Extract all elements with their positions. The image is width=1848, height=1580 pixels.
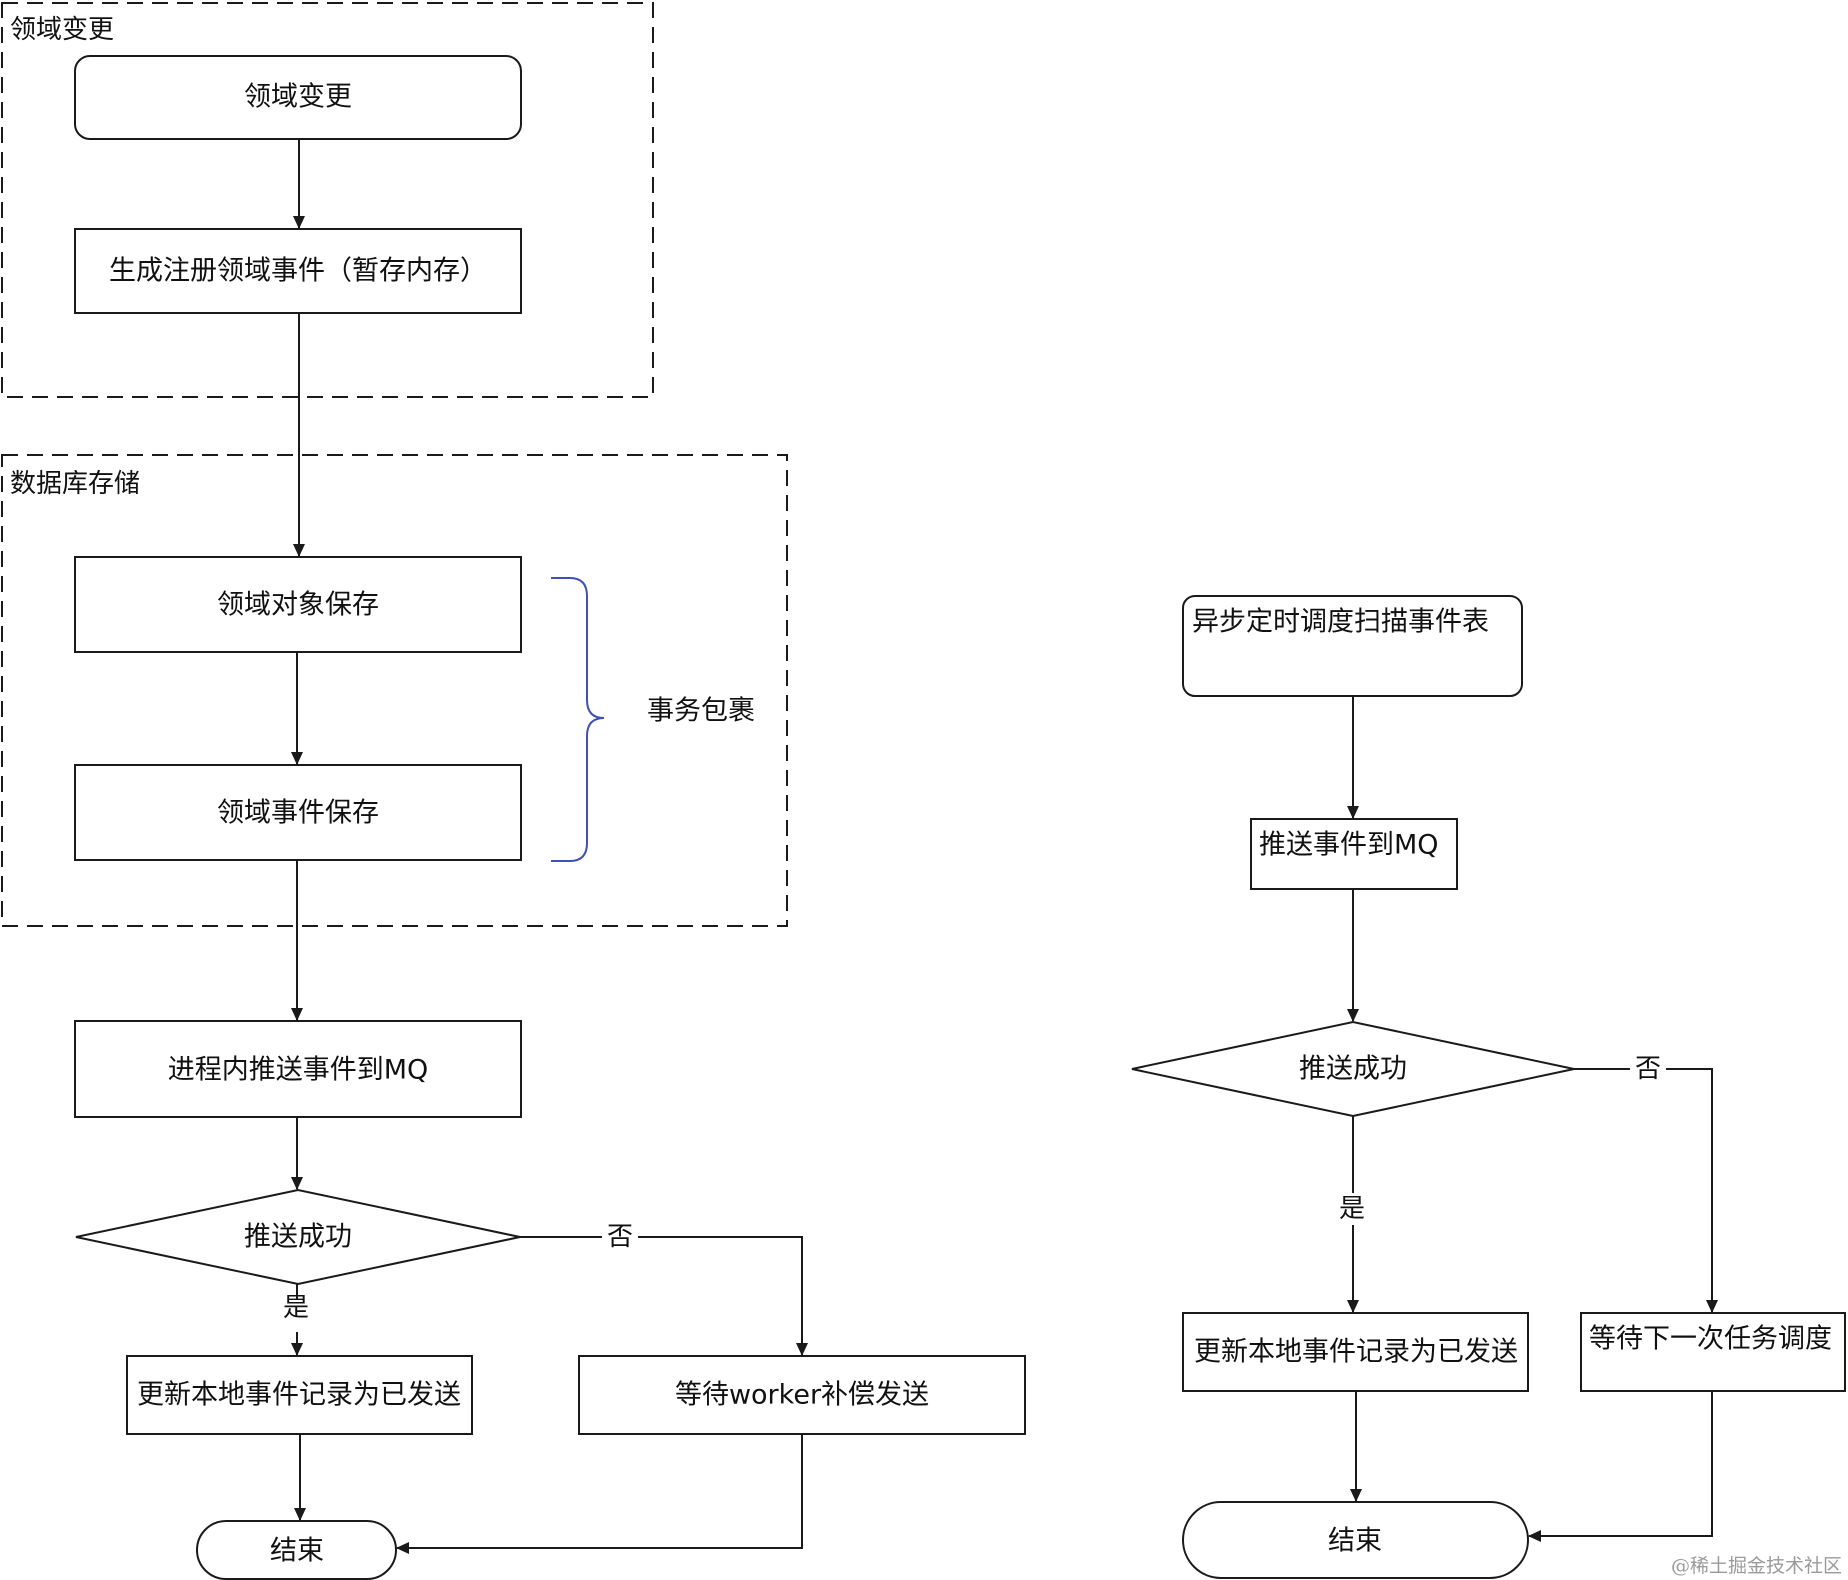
edge-right-yes-label: 是 xyxy=(1339,1194,1365,1224)
edge-left-yes-label-bg xyxy=(280,1300,316,1332)
node-wait-next-label: 等待下一次任务调度 xyxy=(1589,1324,1832,1355)
group-db-storage xyxy=(1,454,788,927)
node-update-record-right xyxy=(1182,1312,1529,1392)
node-push-to-mq-label: 推送事件到MQ xyxy=(1259,830,1439,861)
node-generate-event-label: 生成注册领域事件（暂存内存） xyxy=(109,256,487,287)
node-save-object-label: 领域对象保存 xyxy=(217,590,379,621)
node-update-record-left xyxy=(126,1355,473,1435)
edge-left-worker-to-end xyxy=(396,1434,803,1554)
edge-left-no xyxy=(520,1236,808,1356)
group-db-storage-label: 数据库存储 xyxy=(10,469,140,499)
node-update-record-left-label: 更新本地事件记录为已发送 xyxy=(137,1380,461,1411)
decision-push-success-left-label: 推送成功 xyxy=(244,1222,352,1253)
node-push-to-mq xyxy=(1250,818,1458,890)
decision-push-success-right-label: 推送成功 xyxy=(1299,1054,1407,1085)
node-domain-change-label: 领域变更 xyxy=(244,82,352,113)
node-end-right-label: 结束 xyxy=(1328,1526,1382,1557)
node-end-left-label: 结束 xyxy=(270,1536,324,1567)
edge-left-yes-label: 是 xyxy=(283,1293,309,1323)
watermark: @稀土掘金技术社区 xyxy=(1671,1555,1842,1577)
node-save-event-label: 领域事件保存 xyxy=(217,798,379,829)
edge-right-wait-to-end xyxy=(1528,1391,1713,1542)
edge-right-yes-label-bg xyxy=(1334,1193,1372,1225)
node-save-event xyxy=(74,764,522,861)
edge-right-no xyxy=(1574,1068,1718,1313)
group-domain-change xyxy=(1,2,654,398)
group-domain-change-label: 领域变更 xyxy=(10,15,114,45)
node-wait-worker xyxy=(578,1355,1026,1435)
node-update-record-right-label: 更新本地事件记录为已发送 xyxy=(1194,1337,1518,1368)
node-generate-event xyxy=(74,228,522,314)
edge-right-no-label: 否 xyxy=(1635,1054,1661,1084)
node-push-in-process xyxy=(74,1020,522,1118)
node-wait-next xyxy=(1580,1312,1846,1392)
node-save-object xyxy=(74,556,522,653)
edge-left-no-label-bg xyxy=(602,1222,638,1252)
edge-right-no-label-bg xyxy=(1630,1054,1666,1084)
transaction-brace xyxy=(551,577,605,862)
node-push-in-process-label: 进程内推送事件到MQ xyxy=(168,1055,429,1086)
node-wait-worker-label: 等待worker补偿发送 xyxy=(675,1380,929,1411)
edge-left-no-label: 否 xyxy=(607,1222,633,1252)
node-scan-table-label: 异步定时调度扫描事件表 xyxy=(1192,607,1489,638)
transaction-label: 事务包裹 xyxy=(647,696,755,727)
